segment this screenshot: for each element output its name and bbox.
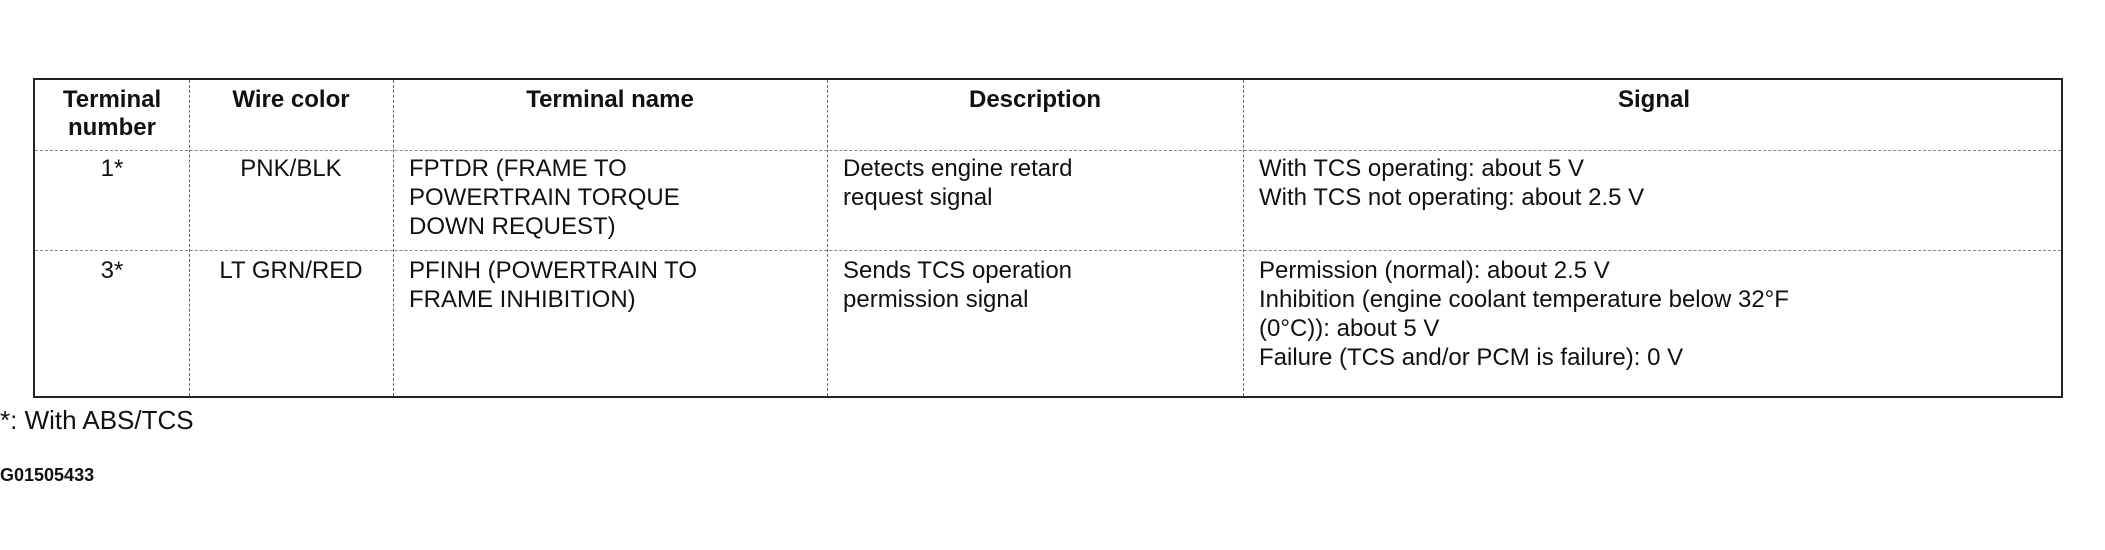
column-divider	[827, 80, 828, 396]
footnote: *: With ABS/TCS	[0, 405, 194, 435]
row2-wire-color: LT GRN/RED	[219, 257, 363, 284]
header-terminal-number: Terminal number	[62, 86, 162, 141]
row1-signal: With TCS operating: about 5 V With TCS n…	[1259, 155, 1645, 211]
row2-signal: Permission (normal): about 2.5 V Inhibit…	[1259, 257, 1789, 371]
column-divider	[1243, 80, 1244, 396]
figure-code: G01505433	[0, 465, 95, 485]
column-divider	[393, 80, 394, 396]
header-divider	[35, 150, 2061, 151]
row-divider	[35, 250, 2061, 251]
header-description: Description	[968, 86, 1102, 113]
row1-terminal: 1*	[100, 155, 124, 182]
row1-wire-color: PNK/BLK	[240, 155, 342, 182]
row2-terminal: 3*	[100, 257, 124, 284]
header-wire-color: Wire color	[232, 86, 350, 113]
row2-terminal-name: PFINH (POWERTRAIN TO FRAME INHIBITION)	[409, 257, 698, 313]
terminal-table: Terminal number Wire color Terminal name…	[33, 78, 2063, 398]
column-divider	[189, 80, 190, 396]
row1-terminal-name: FPTDR (FRAME TO POWERTRAIN TORQUE DOWN R…	[409, 155, 680, 240]
row1-description: Detects engine retard request signal	[843, 155, 1073, 211]
row2-description: Sends TCS operation permission signal	[843, 257, 1073, 313]
header-signal: Signal	[1617, 86, 1690, 113]
header-terminal-name: Terminal name	[526, 86, 694, 113]
